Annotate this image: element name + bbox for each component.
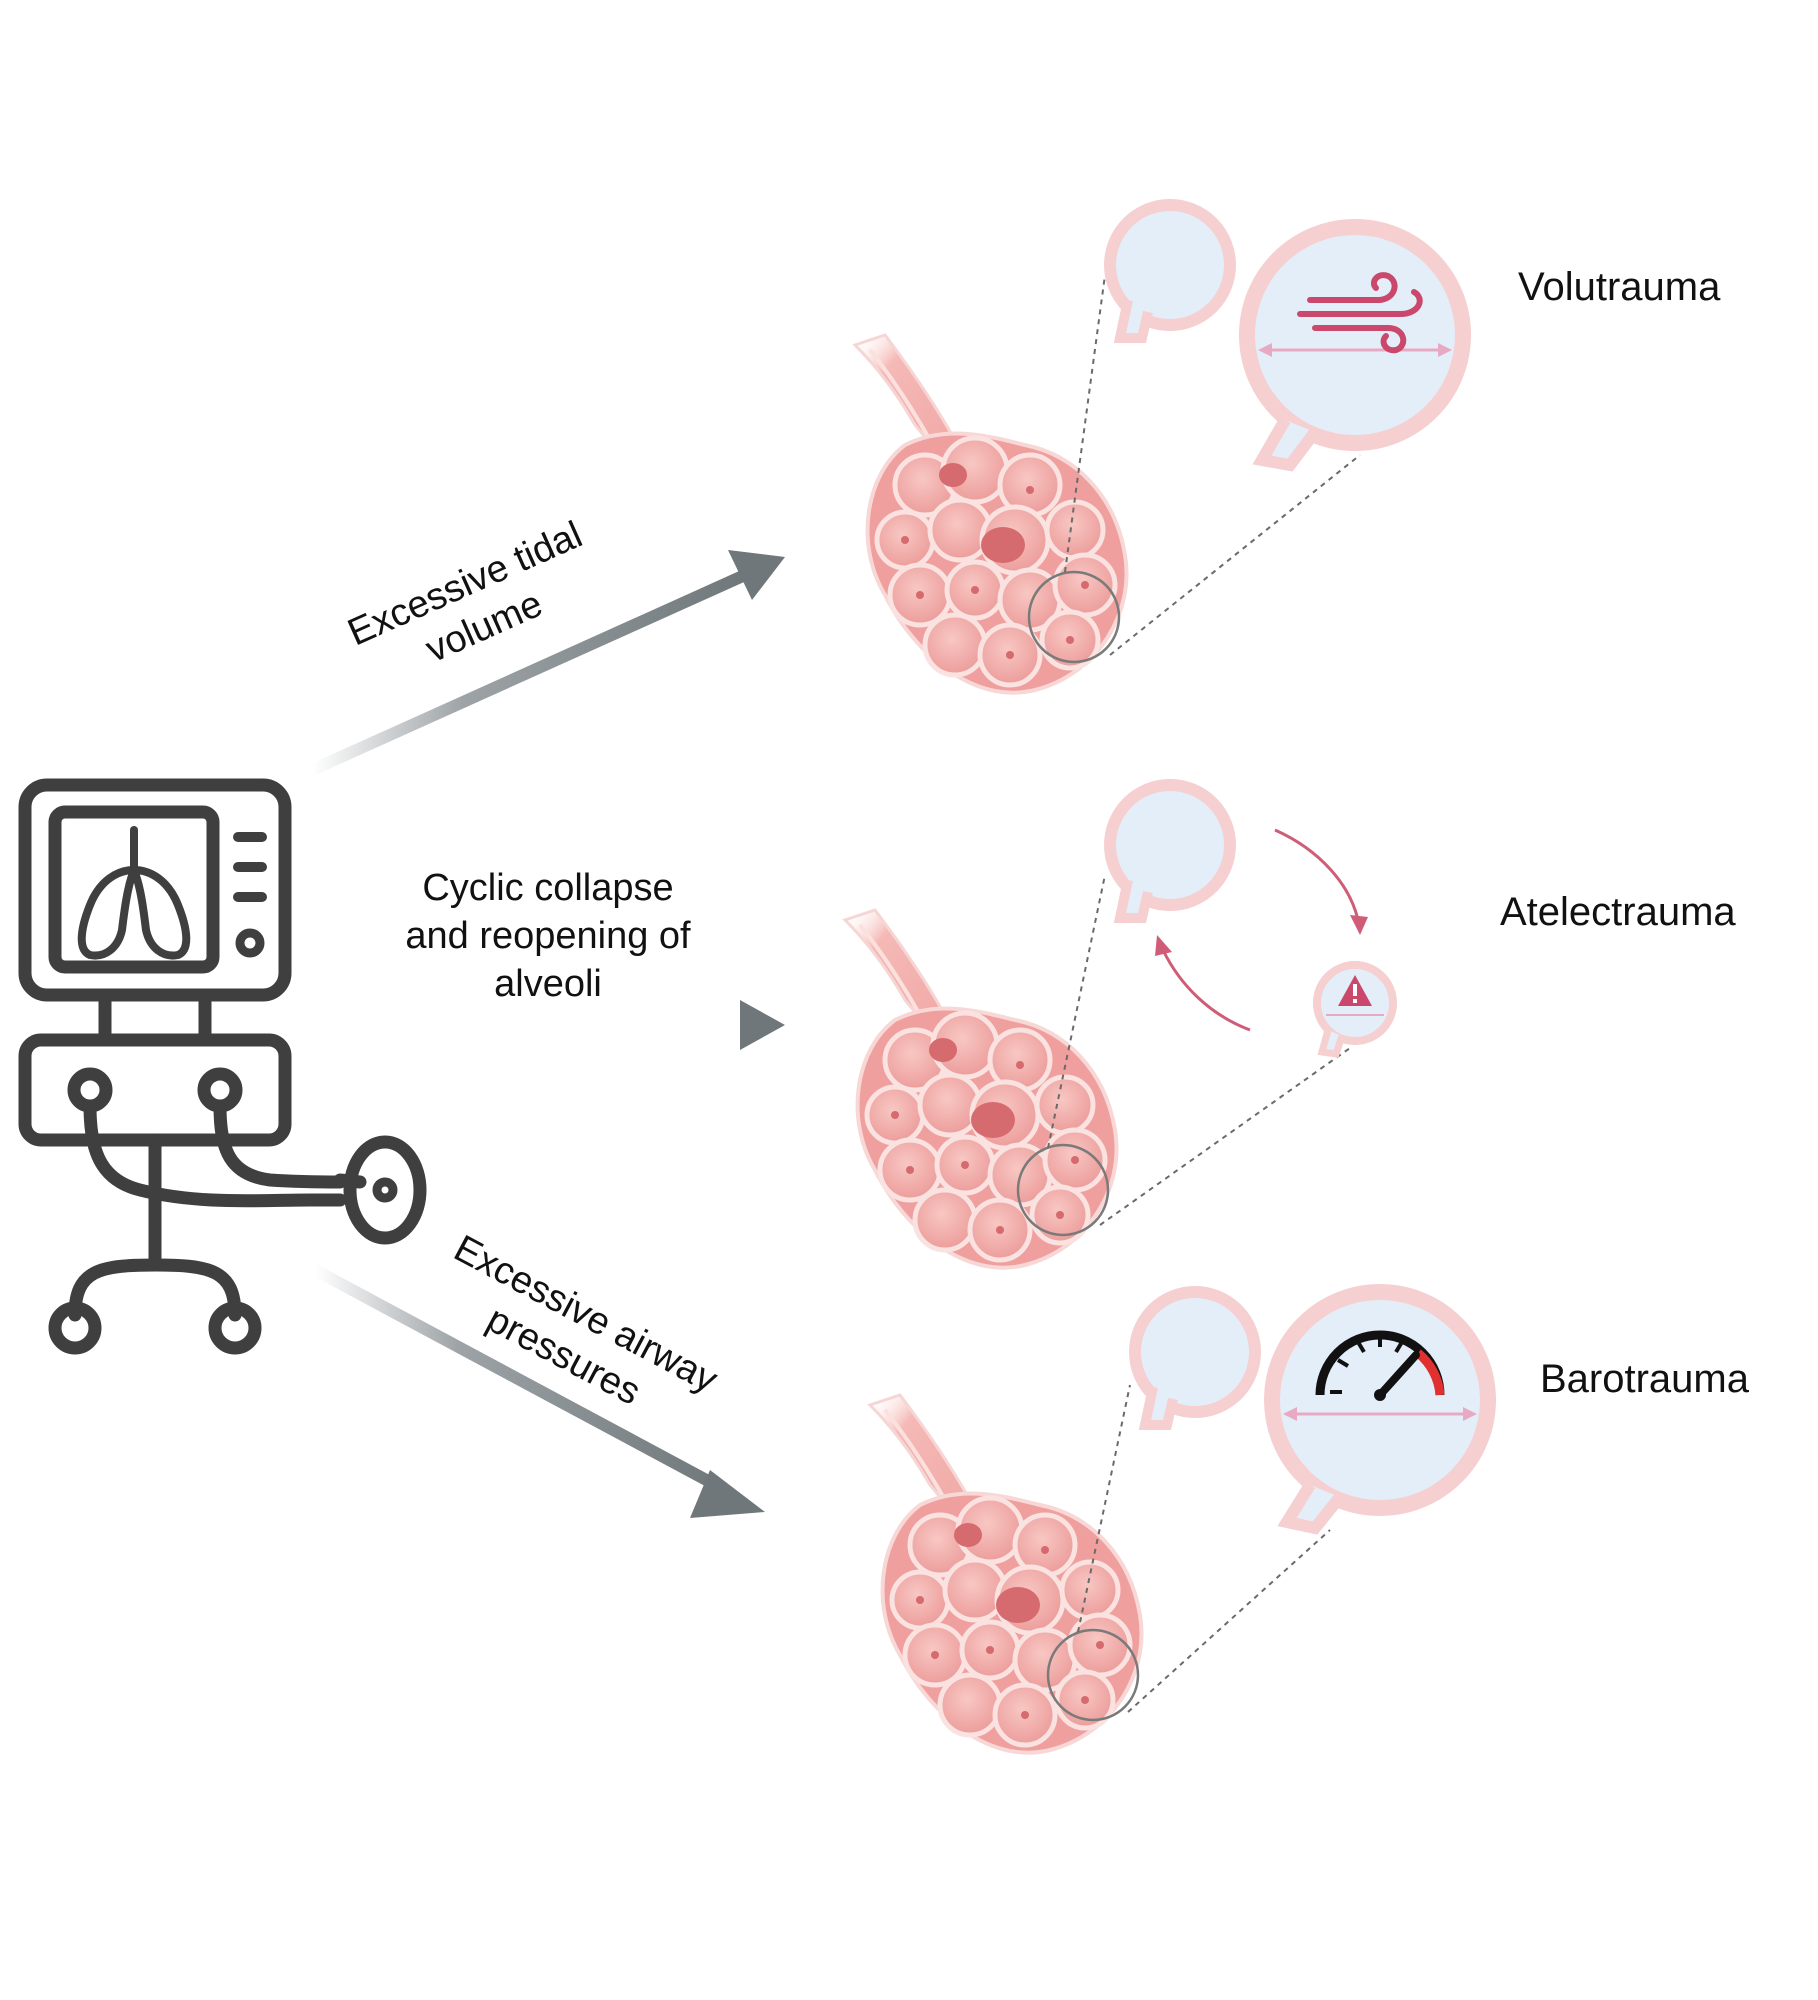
- alveolus-normal-bottom: [1129, 1286, 1261, 1430]
- outcome-atelectrauma: Atelectrauma: [1500, 890, 1736, 934]
- svg-text:alveoli: alveoli: [494, 963, 602, 1005]
- alveoli-cluster-top: [855, 335, 1127, 693]
- pressure-gauge-icon: [1315, 1330, 1445, 1401]
- arrow-cyclic-collapse: [312, 1000, 785, 1050]
- outcome-barotrauma: Barotrauma: [1540, 1357, 1750, 1401]
- label-cyclic-collapse: Cyclic collapse and reopening of alveoli: [405, 867, 691, 1005]
- label-excessive-tidal-volume: Excessive tidal volume: [342, 514, 589, 671]
- ventilator-icon: [18, 778, 427, 1355]
- zoom-line-bottom-b: [1127, 1529, 1331, 1713]
- magnify-circle-bottom: [1046, 1628, 1140, 1722]
- zoom-line-middle-a: [1047, 874, 1106, 1149]
- zoom-line-middle-b: [1099, 1047, 1351, 1226]
- alveolus-collapsed-middle: [1313, 961, 1397, 1058]
- alveolus-open-middle: [1104, 779, 1236, 923]
- magnify-circle-top: [1027, 570, 1121, 664]
- alveolus-overdistended-top: [1239, 219, 1471, 472]
- alveoli-cluster-bottom: [870, 1395, 1142, 1753]
- alveolus-normal-top: [1104, 199, 1236, 343]
- alveoli-cluster-middle: [845, 910, 1117, 1268]
- arrow-airway-pressures: [312, 1264, 765, 1518]
- wind-icon: [1297, 272, 1423, 354]
- zoom-line-bottom-a: [1077, 1384, 1131, 1633]
- alveolus-overpressured-bottom: [1264, 1284, 1496, 1535]
- zoom-line-top-b: [1109, 454, 1361, 656]
- outcome-volutrauma: Volutrauma: [1518, 265, 1721, 309]
- cycle-arrows-middle: [1155, 828, 1368, 1032]
- svg-text:Cyclic collapse: Cyclic collapse: [422, 867, 673, 909]
- warning-icon: [1338, 975, 1372, 1006]
- svg-text:and reopening of: and reopening of: [405, 915, 691, 957]
- arrow-tidal-volume: [309, 550, 785, 776]
- magnify-circle-middle: [1016, 1143, 1110, 1237]
